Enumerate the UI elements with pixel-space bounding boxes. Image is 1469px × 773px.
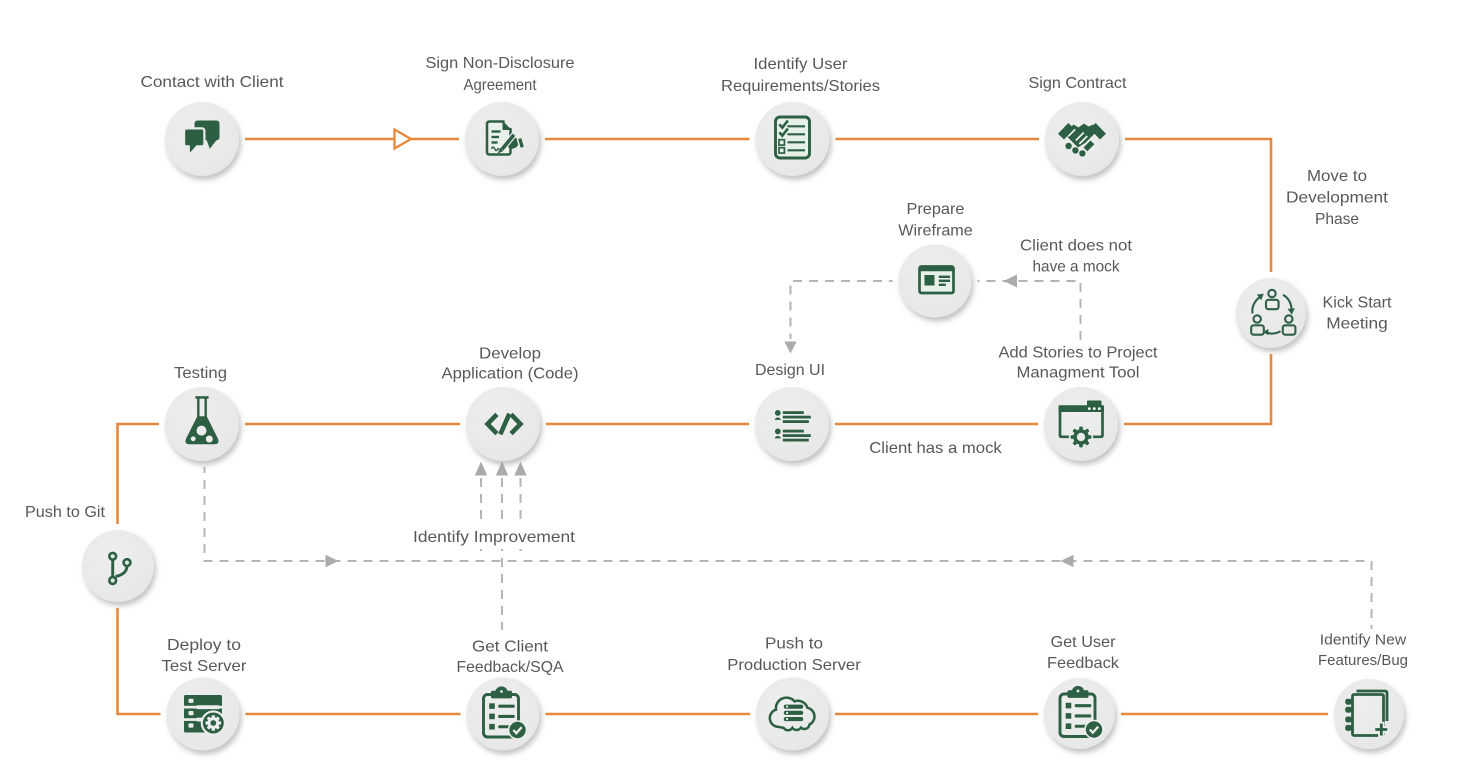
svg-text:Managment Tool: Managment Tool [1017,365,1140,382]
svg-text:Sign Contract: Sign Contract [1029,75,1128,92]
svg-text:Feedback: Feedback [1047,655,1120,672]
svg-text:Requirements/Stories: Requirements/Stories [721,78,880,95]
svg-text:Testing: Testing [174,365,227,382]
svg-text:Push to: Push to [765,636,823,653]
svg-text:Move to: Move to [1307,168,1367,185]
svg-text:Get Client: Get Client [472,639,549,656]
svg-text:Development: Development [1286,190,1389,207]
svg-text:Get User: Get User [1051,634,1117,651]
svg-text:Push to Git: Push to Git [25,504,106,521]
svg-text:Phase: Phase [1315,211,1359,228]
svg-text:Identify Improvement: Identify Improvement [413,529,576,546]
svg-text:Client does not: Client does not [1020,238,1133,255]
svg-text:Sign Non-Disclosure: Sign Non-Disclosure [426,55,575,72]
svg-text:Identify User: Identify User [754,56,849,73]
svg-text:Application (Code): Application (Code) [442,366,579,383]
svg-text:Kick Start: Kick Start [1323,295,1393,312]
svg-text:Client has a mock: Client has a mock [869,440,1003,457]
svg-text:Wireframe: Wireframe [898,223,973,240]
svg-text:Deploy to: Deploy to [167,637,241,654]
svg-text:Identify New: Identify New [1320,633,1407,649]
svg-text:Meeting: Meeting [1326,316,1388,333]
svg-text:Agreement: Agreement [464,77,538,94]
svg-text:Design UI: Design UI [755,362,825,379]
svg-text:Feedback/SQA: Feedback/SQA [457,659,564,676]
svg-text:Add Stories to Project: Add Stories to Project [999,345,1159,362]
svg-text:Develop: Develop [479,346,541,363]
svg-text:Test Server: Test Server [162,658,248,675]
svg-text:Production Server: Production Server [727,657,861,674]
svg-text:Contact with Client: Contact with Client [141,74,285,91]
svg-text:Prepare: Prepare [907,201,965,218]
svg-text:have a mock: have a mock [1033,259,1121,276]
svg-text:Features/Bug: Features/Bug [1318,653,1408,669]
